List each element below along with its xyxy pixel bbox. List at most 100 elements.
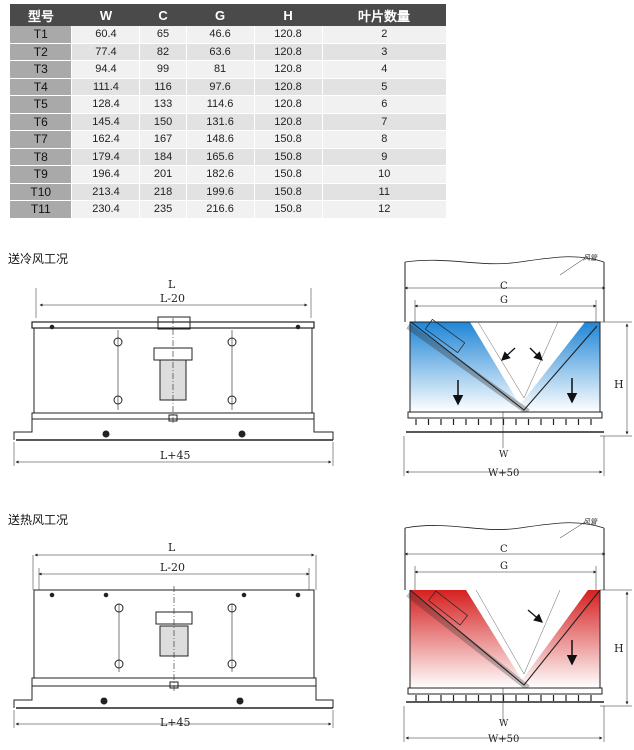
value-cell: 201	[139, 165, 187, 184]
table-header-row: 型号 W C G H 叶片数量	[10, 4, 446, 26]
hot-nozzles	[415, 695, 592, 701]
value-cell: 116	[139, 78, 187, 96]
value-cell: 235	[139, 200, 187, 219]
value-cell: 82	[139, 43, 187, 61]
value-cell: 150.8	[253, 183, 323, 201]
cold-dim-l45: L+45	[160, 449, 191, 462]
model-cell: T4	[10, 78, 72, 96]
value-cell: 46.6	[185, 26, 255, 44]
cold-dim-l: L	[168, 278, 176, 291]
value-cell: 196.4	[71, 165, 140, 184]
hot-dim-c: C	[500, 544, 508, 555]
value-cell: 97.6	[185, 78, 255, 96]
value-cell: 184	[139, 148, 187, 166]
header-c: C	[139, 4, 187, 26]
value-cell: 11	[321, 183, 446, 201]
model-cell: T2	[10, 43, 72, 61]
model-cell: T3	[10, 60, 72, 79]
model-cell: T1	[10, 26, 72, 44]
value-cell: 65	[139, 26, 187, 44]
value-cell: 150.8	[253, 130, 323, 149]
value-cell: 218	[139, 183, 187, 201]
model-cell: T7	[10, 130, 72, 149]
value-cell: 133	[139, 95, 187, 114]
hot-side-view	[403, 521, 632, 742]
hot-dim-l45: L+45	[160, 716, 191, 729]
value-cell: 6	[321, 95, 446, 114]
hot-front-view	[13, 553, 334, 728]
value-cell: 120.8	[253, 78, 323, 96]
cold-dim-l20: L-20	[160, 292, 185, 305]
value-cell: 182.6	[185, 165, 255, 184]
value-cell: 120.8	[253, 95, 323, 114]
value-cell: 4	[321, 60, 446, 79]
value-cell: 99	[139, 60, 187, 79]
cold-dim-c: C	[500, 281, 508, 292]
value-cell: 131.6	[185, 113, 255, 131]
value-cell: 230.4	[71, 200, 140, 219]
value-cell: 120.8	[253, 43, 323, 61]
value-cell: 5	[321, 78, 446, 96]
model-cell: T9	[10, 165, 72, 184]
cold-front-view	[13, 288, 334, 466]
hot-dim-w50: W+50	[488, 734, 519, 745]
value-cell: 111.4	[71, 78, 140, 96]
value-cell: 213.4	[71, 183, 140, 201]
hot-duct-label: 风管	[583, 518, 598, 526]
value-cell: 8	[321, 130, 446, 149]
model-cell: T5	[10, 95, 72, 114]
model-cell: T11	[10, 200, 72, 219]
value-cell: 77.4	[71, 43, 140, 61]
value-cell: 150.8	[253, 165, 323, 184]
value-cell: 150.8	[253, 148, 323, 166]
value-cell: 120.8	[253, 113, 323, 131]
model-cell: T8	[10, 148, 72, 166]
hot-dim-l20: L-20	[160, 561, 185, 574]
value-cell: 81	[185, 60, 255, 79]
cold-air-title: 送冷风工况	[8, 252, 69, 266]
value-cell: 7	[321, 113, 446, 131]
cold-nozzles	[415, 419, 592, 425]
header-blade-count: 叶片数量	[322, 4, 446, 26]
value-cell: 9	[321, 148, 446, 166]
value-cell: 94.4	[71, 60, 140, 79]
cold-dim-g: G	[500, 295, 508, 306]
value-cell: 150.8	[253, 200, 323, 219]
cold-dim-h: H	[614, 378, 624, 391]
value-cell: 165.6	[185, 148, 255, 166]
value-cell: 148.6	[185, 130, 255, 149]
value-cell: 167	[139, 130, 187, 149]
cold-dim-w50: W+50	[488, 468, 519, 479]
hot-air-title: 送热风工况	[8, 513, 69, 527]
header-g: G	[186, 4, 255, 26]
value-cell: 179.4	[71, 148, 140, 166]
cold-side-view	[403, 256, 632, 476]
value-cell: 150	[139, 113, 187, 131]
value-cell: 10	[321, 165, 446, 184]
value-cell: 114.6	[185, 95, 255, 114]
hot-dim-w: W	[499, 719, 509, 729]
value-cell: 145.4	[71, 113, 140, 131]
value-cell: 120.8	[253, 26, 323, 44]
header-model: 型号	[10, 4, 72, 26]
value-cell: 60.4	[71, 26, 140, 44]
value-cell: 199.6	[185, 183, 255, 201]
value-cell: 120.8	[253, 60, 323, 79]
header-w: W	[71, 4, 140, 26]
value-cell: 162.4	[71, 130, 140, 149]
value-cell: 128.4	[71, 95, 140, 114]
model-cell: T6	[10, 113, 72, 131]
